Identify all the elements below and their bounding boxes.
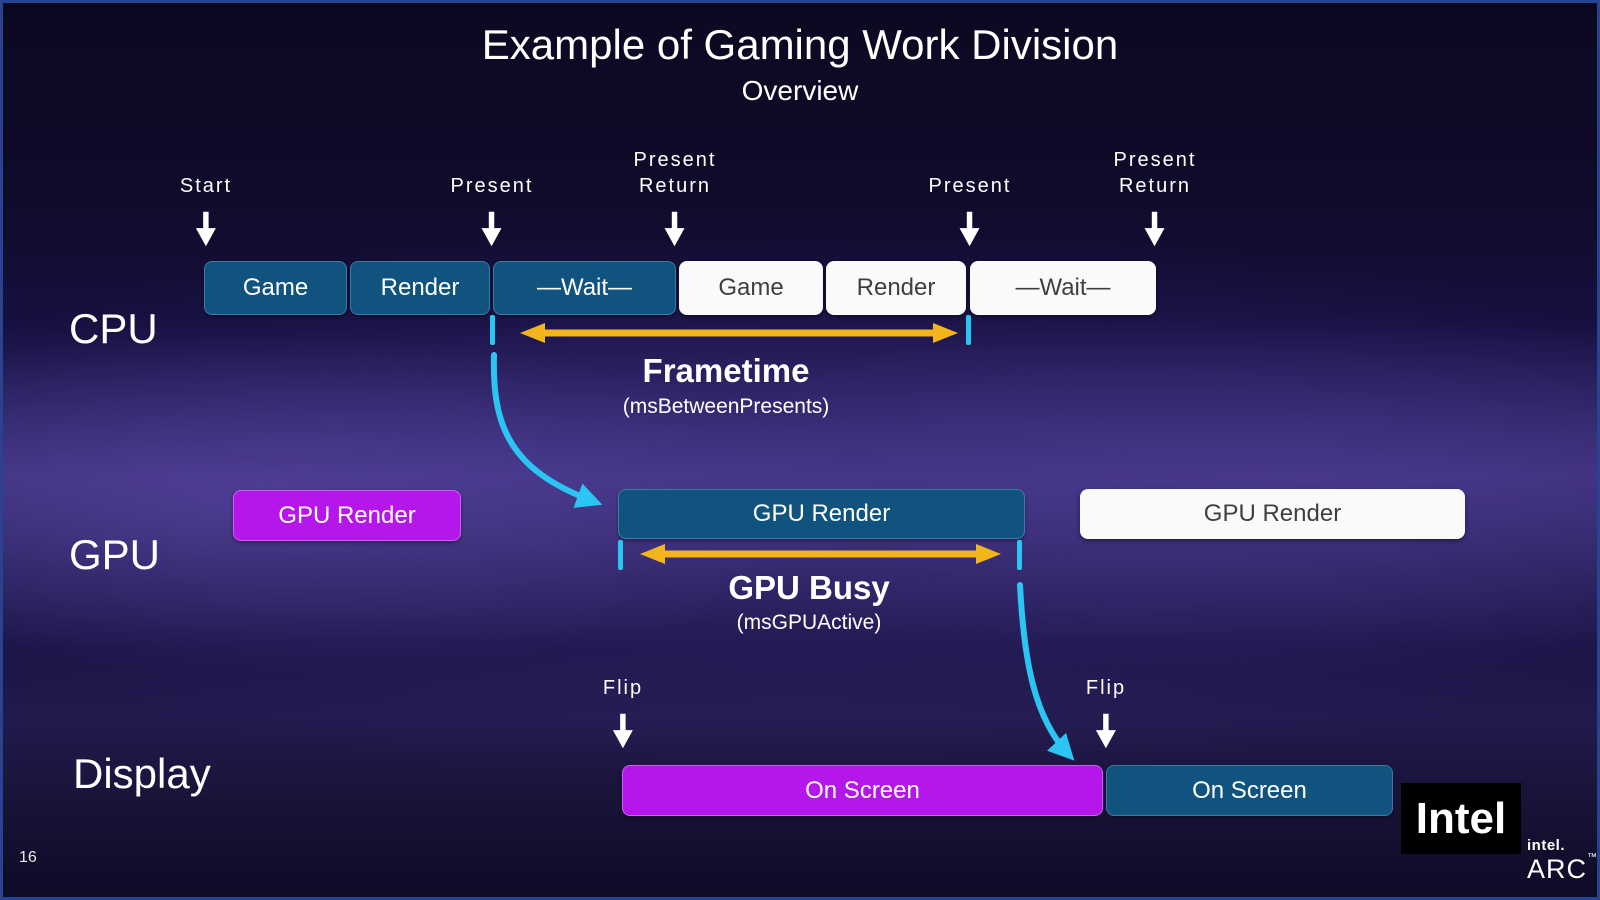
event-marker-start: Start <box>180 173 232 247</box>
down-arrow-icon <box>1145 211 1165 247</box>
page-subtitle: Overview <box>741 75 859 106</box>
gpu-box-render-prev: GPU Render <box>233 490 461 541</box>
gpu-box-render-next: GPU Render <box>1080 489 1465 539</box>
event-marker-present-1: Present <box>451 173 534 247</box>
event-label: Flip <box>1085 677 1127 699</box>
cpu-box-game-2: Game <box>679 261 823 315</box>
tick-mark-frametime-end <box>966 315 971 345</box>
cpu-box-render-2: Render <box>826 261 966 315</box>
page-title: Example of Gaming Work Division <box>481 21 1119 68</box>
gpu-to-flip-arrow-icon <box>1017 582 1075 761</box>
gpu-busy-label: GPU Busy <box>728 569 890 606</box>
intel-arc-logo: intel. ARC™ <box>1527 838 1597 883</box>
tick-mark-gpubusy-start <box>618 540 623 570</box>
intel-watermark: Intel <box>1401 783 1521 854</box>
cpu-box-wait-1: —Wait— <box>493 261 676 315</box>
present-to-gpu-arrow-icon <box>490 352 603 508</box>
frametime-label: Frametime <box>642 352 810 389</box>
gpu-box-render-current: GPU Render <box>618 489 1025 539</box>
event-label: Present <box>928 175 1012 197</box>
intel-arc-logo-tm: ™ <box>1587 852 1598 863</box>
down-arrow-icon <box>1095 713 1116 749</box>
intel-arc-logo-arc: ARC <box>1527 854 1588 884</box>
page-number: 16 <box>19 849 37 866</box>
cpu-box-wait-2: —Wait— <box>970 261 1156 315</box>
gpu-busy-double-arrow-icon <box>640 544 1001 564</box>
gpu-busy-sublabel: (msGPUActive) <box>736 611 882 634</box>
cpu-box-render-1: Render <box>350 261 490 315</box>
tick-mark-gpubusy-end <box>1017 540 1022 570</box>
down-arrow-icon <box>960 211 980 247</box>
frametime-sublabel: (msBetweenPresents) <box>622 395 830 418</box>
event-marker-present-2: Present <box>929 173 1012 247</box>
row-label-display: Display <box>73 750 211 797</box>
down-arrow-icon <box>196 211 216 247</box>
frametime-double-arrow-icon <box>520 323 958 343</box>
intel-arc-logo-intel: intel. <box>1527 837 1566 854</box>
event-marker-flip-2: Flip <box>1086 675 1126 749</box>
cpu-box-game-1: Game <box>204 261 347 315</box>
row-label-gpu: GPU <box>69 531 161 578</box>
down-arrow-icon <box>665 211 685 247</box>
event-marker-flip-1: Flip <box>603 675 643 749</box>
display-box-onscreen-1: On Screen <box>622 765 1103 816</box>
down-arrow-icon <box>482 211 502 247</box>
down-arrow-icon <box>612 713 633 749</box>
event-label: Flip <box>602 677 644 699</box>
event-label: Start <box>179 175 233 197</box>
event-label: Present <box>450 175 534 197</box>
row-label-cpu: CPU <box>69 305 158 352</box>
display-box-onscreen-2: On Screen <box>1106 765 1393 816</box>
tick-mark-frametime-start <box>490 315 495 345</box>
